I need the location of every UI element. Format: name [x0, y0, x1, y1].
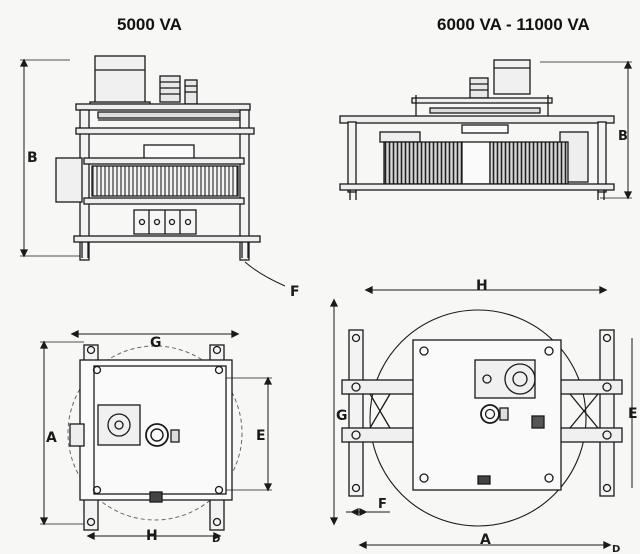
right-column	[239, 109, 250, 261]
dim-label-b-large: B	[618, 129, 628, 144]
coil-left	[383, 141, 463, 185]
side-terminal-box	[55, 157, 83, 203]
coil-outline-large	[369, 309, 587, 527]
gear-assembly	[159, 75, 181, 103]
coil-outline	[67, 345, 243, 521]
dim-label-e-small: E	[256, 428, 266, 444]
brush-knob	[145, 423, 169, 447]
title-6000-11000va: 6000 VA - 11000 VA	[437, 15, 590, 34]
toroidal-coil	[91, 165, 239, 197]
dim-label-g-large: G	[336, 408, 348, 424]
coil-right	[489, 141, 569, 185]
top-view-large	[329, 285, 633, 550]
title-5000va: 5000 VA	[117, 15, 182, 34]
dim-label-a-small: A	[46, 430, 57, 446]
motor	[94, 55, 146, 105]
motor-top	[97, 404, 141, 446]
front-view-large	[339, 59, 633, 200]
dim-label-e-large: E	[628, 406, 638, 422]
motor-large	[493, 59, 531, 95]
dim-label-h-large: H	[476, 278, 488, 294]
dim-label-a-large: A	[480, 532, 491, 548]
brush-knob-large	[480, 404, 500, 424]
dim-label-d-large: D	[612, 544, 620, 554]
top-view-small	[39, 329, 273, 541]
dim-label-d-small: D	[212, 534, 220, 545]
dim-label-g-small: G	[150, 335, 162, 351]
dim-label-b-small: B	[27, 150, 38, 166]
dim-label-h-small: H	[146, 528, 158, 544]
dim-label-f-small: F	[290, 284, 300, 300]
front-view-small	[19, 55, 286, 287]
dim-label-f-large: F	[378, 497, 387, 512]
